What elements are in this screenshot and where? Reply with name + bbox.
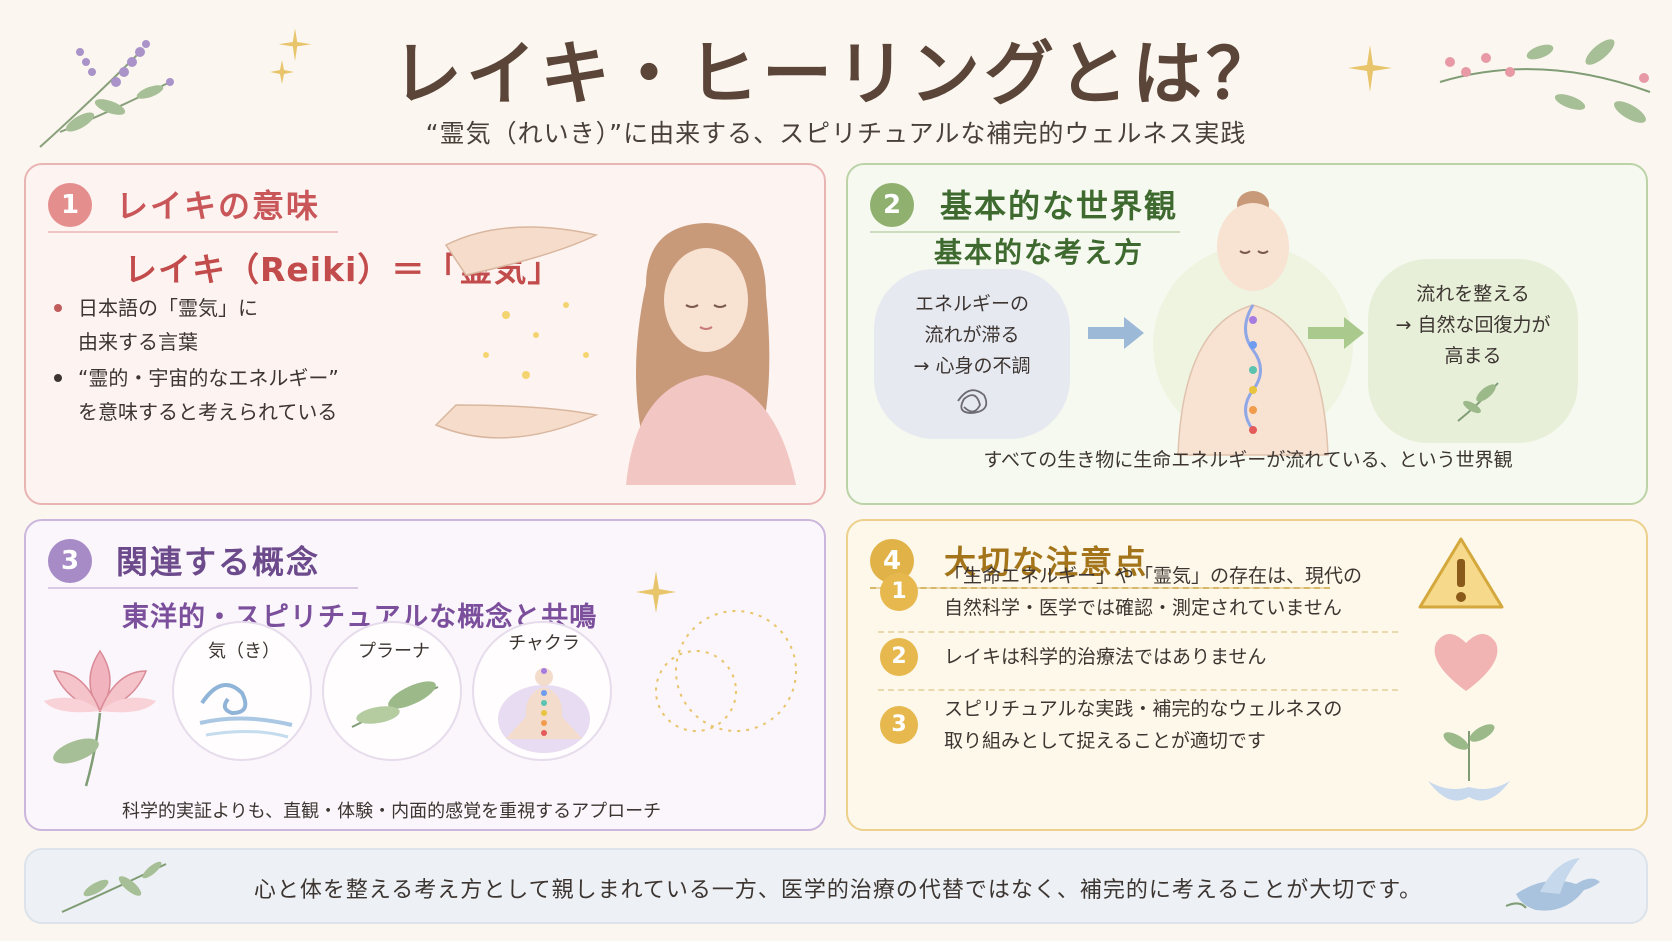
blocked-flow-cloud: エネルギーの 流れが滞る → 心身の不調 [874,269,1070,439]
note-text: レイキは科学的治療法ではありません [944,641,1266,673]
bullet-line: を意味すると考えられている [78,400,338,424]
warning-icon [1418,537,1504,609]
wind-swirl-icon [199,683,293,739]
footer-banner: 心と体を整える考え方として親しまれている一方、医学的治療の代替ではなく、補完的に… [24,848,1648,924]
card-subheading: 基本的な考え方 [934,236,1145,269]
cloud-line: 流れを整える [1416,283,1530,305]
note-line: 「生命エネルギー」や「霊気」の存在は、現代の [944,565,1363,587]
note-line: 自然科学・医学では確認・測定されていません [944,597,1342,619]
leaves-icon [351,681,439,728]
leaves-icon [1457,382,1499,422]
card-reiki-meaning: 1 レイキの意味 レイキ（Reiki）＝「霊気」 日本語の「霊気」に 由来する言… [24,163,826,505]
tangle-icon [957,389,988,414]
note-text: 「生命エネルギー」や「霊気」の存在は、現代の 自然科学・医学では確認・測定されて… [944,560,1362,624]
bullet-dot [54,304,62,312]
bullet-dot [54,374,62,382]
cloud-line: エネルギーの [914,293,1029,315]
card-number-badge: 2 [870,183,914,227]
concepts-caption: 科学的実証よりも、直観・体験・内面的感覚を重視するアプローチ [122,801,662,822]
concept-label: チャクラ [508,633,580,654]
bullet-line: 由来する言葉 [78,330,198,354]
footer-message: 心と体を整える考え方として親しまれている一方、医学的治療の代替ではなく、補完的に… [253,878,1423,903]
heading-underline [48,587,358,589]
note-number: 3 [880,706,918,744]
card-related-concepts: 3 関連する概念 東洋的・スピリチュアルな概念と共鳴 気（き） プラーナ チャク… [24,519,826,831]
note-number: 1 [880,573,918,611]
page-subtitle: “霊気（れいき）”に由来する、スピリチュアルな補完的ウェルネス実践 [425,119,1247,148]
card-number-badge: 1 [48,183,92,227]
dove-icon [1505,858,1600,911]
card-important-notes: 4 大切な注意点 1 「生命エネルギー」や「霊気」の存在は、現代の 自然科学・医… [846,519,1648,831]
note-divider [878,631,1398,633]
cloud-line: → 自然な回復力が [1395,314,1551,336]
cloud-line: 高まる [1444,345,1502,367]
chakra-figure-icon [1153,191,1353,456]
heading-underline [870,587,1330,589]
page-title: レイキ・ヒーリングとは？ [392,32,1280,115]
chakra-figure-icon [498,668,590,753]
woman-illustration-icon [626,223,796,485]
concept-label: プラーナ [358,641,430,662]
card-heading: 基本的な世界観 [940,187,1179,225]
worldview-caption: すべての生き物に生命エネルギーが流れている、という世界観 [983,449,1513,471]
sparkle-icon [636,571,797,732]
note-number: 2 [880,638,918,676]
note-line: レイキは科学的治療法ではありません [944,646,1267,668]
leaf-branch-icon [1439,39,1651,123]
concept-ki: 気（き） [172,621,312,761]
note-divider [878,689,1398,691]
bullet-item: 日本語の「霊気」に 由来する言葉 [54,291,258,359]
arrow-right-icon [1308,317,1364,349]
bullet-line: “霊的・宇宙的なエネルギー” [78,366,339,390]
note-line: 取り組みとして捉えることが適切です [944,730,1266,752]
concept-prana: プラーナ [322,621,462,761]
card-heading: 関連する概念 [116,543,321,581]
card-worldview: 2 基本的な世界観 基本的な考え方 エネルギーの 流れが滞る → 心身の不調 [846,163,1648,505]
card-heading: レイキの意味 [116,187,321,225]
cloud-line: → 心身の不調 [913,355,1031,377]
restored-flow-cloud: 流れを整える → 自然な回復力が 高まる [1368,259,1578,443]
leaf-branch-icon [61,861,167,913]
bullet-line: 日本語の「霊気」に [78,296,258,320]
sprout-hands-icon [1428,724,1510,801]
card-number-badge: 3 [48,539,92,583]
hands-icon [434,226,599,439]
heading-underline [870,231,1180,233]
heart-icon [1434,634,1498,691]
bullet-item: “霊的・宇宙的なエネルギー” を意味すると考えられている [54,361,339,429]
concept-chakra: チャクラ [472,621,612,761]
lavender-sprig-icon [39,40,174,148]
concept-label: 気（き） [208,641,280,662]
note-line: スピリチュアルな実践・補完的なウェルネスの [944,698,1343,720]
card-heading: 大切な注意点 [944,543,1149,581]
lotus-icon [44,649,156,787]
sparkle-icon [1348,45,1392,92]
heading-underline [48,231,338,233]
cloud-line: 流れが滞る [924,324,1020,346]
note-text: スピリチュアルな実践・補完的なウェルネスの 取り組みとして捉えることが適切です [944,693,1342,757]
arrow-right-icon [1088,317,1144,349]
sparkle-icon [270,28,312,84]
